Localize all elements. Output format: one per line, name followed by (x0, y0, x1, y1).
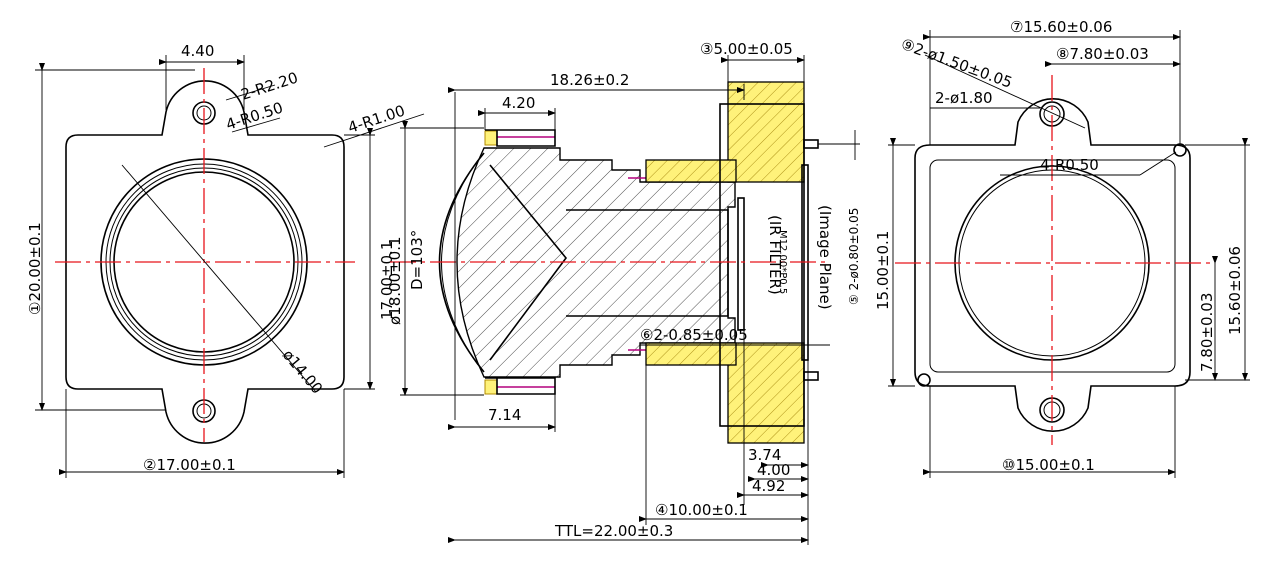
mid-dim-front-width: 4.20 (502, 94, 535, 112)
mid-dim-492: 4.92 (752, 477, 785, 495)
left-dim-width-top: 4.40 (181, 42, 214, 60)
middle-view: 18.26±0.2 4.20 ③5.00±0.05 ø18.00±0.1 D=1… (386, 40, 861, 545)
left-dim-radius-mount: 2-R2.20 (239, 69, 300, 104)
mid-dim-ttl: TTL=22.00±0.3 (554, 522, 673, 540)
mid-dim-length-total: 18.26±0.2 (550, 71, 629, 89)
mid-dim-400: 4.00 (757, 461, 790, 479)
left-dim-height-body: 17.00±0.1 (378, 241, 396, 320)
mid-dim-front-len: 7.14 (488, 406, 521, 424)
mid-dim-flange: ③5.00±0.05 (700, 40, 793, 58)
mid-label-image-plane: (Image Plane) (816, 205, 834, 310)
left-dim-height-total: ①20.00±0.1 (26, 222, 44, 315)
right-dim-width-bottom: ⑩15.00±0.1 (1002, 456, 1095, 474)
mid-dim-1000: ④10.00±0.1 (655, 501, 748, 519)
mount-flange-top (727, 81, 805, 183)
mount-flange-bottom (727, 342, 805, 444)
right-dim-width-top: ⑦15.60±0.06 (1010, 18, 1112, 36)
mid-label-thread: M12.00*P0.5 (777, 230, 788, 294)
mid-label-ir-filter: (IR FILTER) (766, 215, 784, 295)
right-view: ⑦15.60±0.06 ⑧7.80±0.03 ⑨2-ø1.50±0.05 2-ø… (874, 18, 1250, 478)
left-view: 4.40 2-R2.20 4-R0.50 4-R1.00 ①20.00±0.1 … (26, 42, 425, 478)
left-dim-radius-hole: 4-R0.50 (224, 99, 285, 134)
right-dim-height-body: 15.00±0.1 (874, 231, 892, 310)
right-dim-half-height: 7.80±0.03 (1198, 293, 1216, 372)
left-dim-corner-radius: 4-R1.00 (346, 102, 407, 137)
mid-dim-lens-dia: ø18.00±0.1 (386, 236, 404, 325)
mid-dim-slot: ⑥2-0.85±0.05 (640, 326, 748, 344)
left-dim-width-body: ②17.00±0.1 (143, 456, 236, 474)
mid-dim-pin: ⑤ 2-ø0.80±0.05 (847, 208, 861, 305)
right-dim-hole-large: 2-ø1.80 (935, 89, 993, 107)
mid-dim-fov: D=103° (408, 230, 426, 290)
left-mount-outline (65, 80, 345, 444)
right-dim-corner: 4-R0.50 (1040, 156, 1099, 174)
right-dim-hole-small: ⑨2-ø1.50±0.05 (899, 35, 1015, 92)
right-dim-half-width: ⑧7.80±0.03 (1056, 45, 1149, 63)
mid-dim-374: 3.74 (748, 446, 781, 464)
right-dim-height-total: 15.60±0.06 (1226, 246, 1244, 335)
